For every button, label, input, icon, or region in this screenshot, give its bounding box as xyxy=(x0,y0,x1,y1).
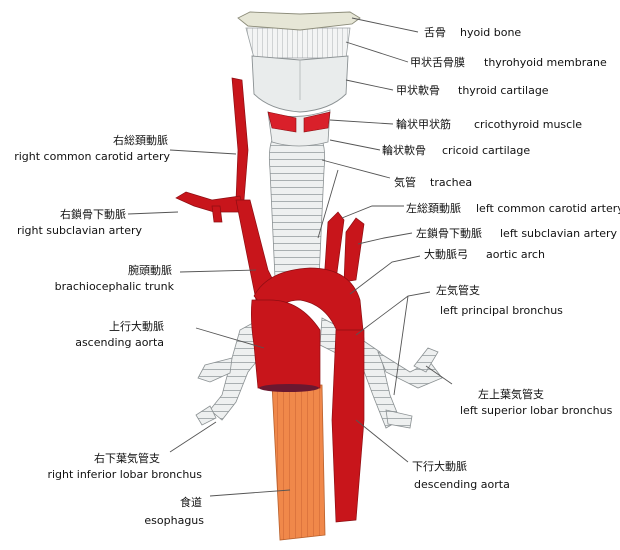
label-jp: 舌骨 xyxy=(424,26,446,39)
label-eso: 食道 esophagus xyxy=(144,495,204,527)
label-en: right subclavian artery xyxy=(17,224,143,237)
label-thyrohyoid: 甲状舌骨膜 thyrohyoid membrane xyxy=(410,55,607,69)
label-lpb: 左気管支 left principal bronchus xyxy=(436,283,563,317)
label-jp: 甲状軟骨 xyxy=(396,83,440,97)
label-lcca: 左総頚動脈 left common carotid artery xyxy=(406,201,620,215)
label-rcca: 右総頚動脈 right common carotid artery xyxy=(14,133,170,163)
label-jp: 左総頚動脈 xyxy=(406,201,461,215)
label-cricoid: 輪状軟骨 cricoid cartilage xyxy=(382,143,530,157)
label-trachea: 気管 trachea xyxy=(394,175,472,189)
label-en: left superior lobar bronchus xyxy=(460,404,613,417)
ascending-aorta-shape xyxy=(250,299,321,389)
label-rilb: 右下葉気管支 right inferior lobar bronchus xyxy=(47,451,202,481)
leader-lines xyxy=(127,17,453,497)
label-jp: 甲状舌骨膜 xyxy=(410,55,465,69)
label-asc: 上行大動脈 ascending aorta xyxy=(75,319,164,349)
label-en: descending aorta xyxy=(414,478,510,491)
hyoid-bone-shape xyxy=(237,11,361,31)
label-bct: 腕頭動脈 brachiocephalic trunk xyxy=(55,263,175,293)
label-en: cricothyroid muscle xyxy=(474,118,582,131)
label-jp: 食道 xyxy=(180,495,202,509)
label-jp: 右下葉気管支 xyxy=(94,451,160,465)
label-en: trachea xyxy=(430,176,472,189)
label-en: right inferior lobar bronchus xyxy=(47,468,202,481)
thyrohyoid-membrane-shape xyxy=(245,27,351,59)
label-jp: 気管 xyxy=(394,175,416,189)
label-hyoid: 舌骨 hyoid bone xyxy=(424,26,521,39)
label-desc: 下行大動脈 descending aorta xyxy=(412,459,510,491)
right-common-carotid-shape xyxy=(231,77,249,201)
label-en: esophagus xyxy=(144,514,204,527)
label-en: left common carotid artery xyxy=(476,202,620,215)
label-jp: 輪状甲状筋 xyxy=(396,117,451,131)
label-jp: 下行大動脈 xyxy=(412,459,467,473)
label-en: ascending aorta xyxy=(75,336,164,349)
cricothyroid-muscle-shape xyxy=(267,111,331,133)
label-en: thyroid cartilage xyxy=(458,84,549,97)
label-en: right common carotid artery xyxy=(14,150,170,163)
label-en: brachiocephalic trunk xyxy=(55,280,175,293)
esophagus-shape xyxy=(271,384,326,541)
label-arch: 大動脈弓 aortic arch xyxy=(424,247,545,261)
label-en: hyoid bone xyxy=(460,26,521,39)
label-rsa: 右鎖骨下動脈 right subclavian artery xyxy=(17,207,143,237)
aortic-root-shape xyxy=(259,384,319,392)
label-jp: 左上葉気管支 xyxy=(478,387,544,401)
label-lsa: 左鎖骨下動脈 left subclavian artery xyxy=(416,226,617,240)
label-jp: 右鎖骨下動脈 xyxy=(60,207,126,221)
left-subclavian-shape xyxy=(343,217,365,283)
label-en: cricoid cartilage xyxy=(442,144,530,157)
label-jp: 左気管支 xyxy=(436,283,480,297)
label-cricothyroid: 輪状甲状筋 cricothyroid muscle xyxy=(396,117,582,131)
label-jp: 左鎖骨下動脈 xyxy=(416,226,482,240)
label-jp: 輪状軟骨 xyxy=(382,143,426,157)
label-en: aortic arch xyxy=(486,248,545,261)
label-jp: 上行大動脈 xyxy=(109,319,164,333)
label-jp: 大動脈弓 xyxy=(424,247,468,261)
aortic-arch-shape xyxy=(253,267,365,341)
arteries xyxy=(175,77,365,523)
label-en: left subclavian artery xyxy=(500,227,617,240)
right-subclavian-shape xyxy=(175,191,245,213)
label-en: thyrohyoid membrane xyxy=(484,56,607,69)
label-jp: 右総頚動脈 xyxy=(113,133,168,147)
label-lslb: 左上葉気管支 left superior lobar bronchus xyxy=(460,387,613,417)
label-thyroid: 甲状軟骨 thyroid cartilage xyxy=(396,83,549,97)
label-jp: 腕頭動脈 xyxy=(128,263,172,277)
descending-aorta-shape xyxy=(331,329,365,523)
label-en: left principal bronchus xyxy=(440,304,563,317)
